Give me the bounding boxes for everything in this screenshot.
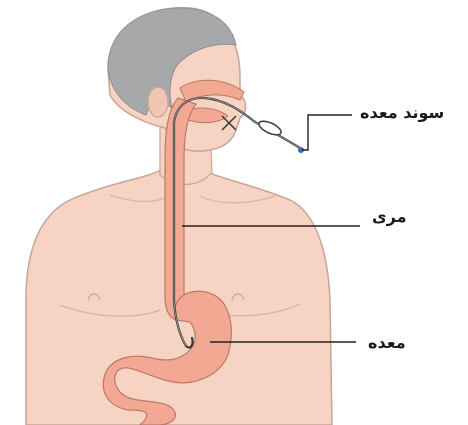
tube-connector — [257, 118, 283, 137]
leader-line-tube — [302, 115, 352, 150]
label-stomach: معده — [368, 333, 406, 352]
label-esophagus: مری — [372, 207, 407, 226]
ear — [148, 87, 168, 117]
label-gastric-tube: سوند معده — [360, 103, 444, 122]
